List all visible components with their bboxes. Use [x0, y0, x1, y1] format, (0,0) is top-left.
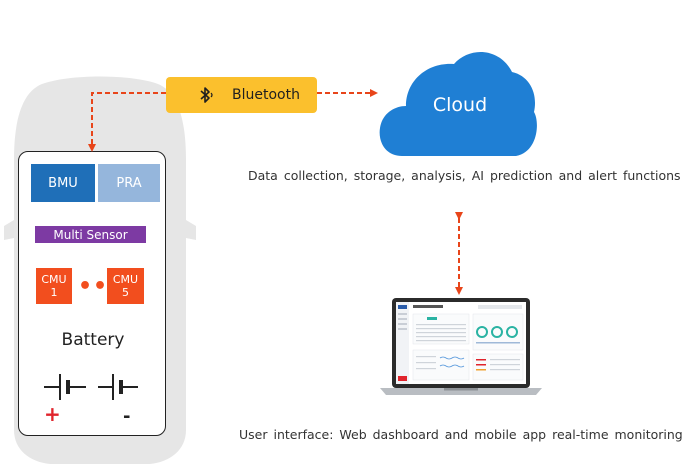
- battery-cell-icon: [44, 374, 138, 400]
- user-interface-caption: User interface: Web dashboard and mobile…: [239, 427, 683, 442]
- vehicle-to-bluetooth-arrow: [88, 92, 166, 152]
- cloud-shape-icon: [379, 52, 537, 156]
- cloud-caption: Data collection, storage, analysis, AI p…: [248, 168, 681, 183]
- bluetooth-label: Bluetooth: [232, 87, 300, 103]
- pra-label: PRA: [116, 175, 142, 191]
- multi-sensor-label: Multi Sensor: [53, 227, 128, 242]
- bluetooth-badge: Bluetooth: [166, 77, 317, 113]
- cmu-1-block: CMU 1: [36, 268, 72, 304]
- battery-label: Battery: [61, 330, 125, 350]
- cmu-5-title: CMU: [112, 273, 139, 286]
- cmu-5-number: 5: [122, 286, 129, 299]
- bluetooth-icon: [200, 87, 213, 103]
- cmu-1-number: 1: [50, 286, 58, 299]
- cmu-5-block: CMU 5: [107, 268, 144, 304]
- bmu-label: BMU: [48, 175, 78, 191]
- cloud-label: Cloud: [432, 94, 488, 116]
- multi-sensor-block: Multi Sensor: [35, 226, 146, 243]
- negative-terminal: -: [123, 406, 131, 427]
- positive-terminal: +: [44, 402, 61, 426]
- cmu-1-title: CMU: [41, 273, 67, 286]
- laptop-icon: [380, 298, 542, 395]
- pra-block: PRA: [98, 164, 160, 202]
- bmu-block: BMU: [31, 164, 95, 202]
